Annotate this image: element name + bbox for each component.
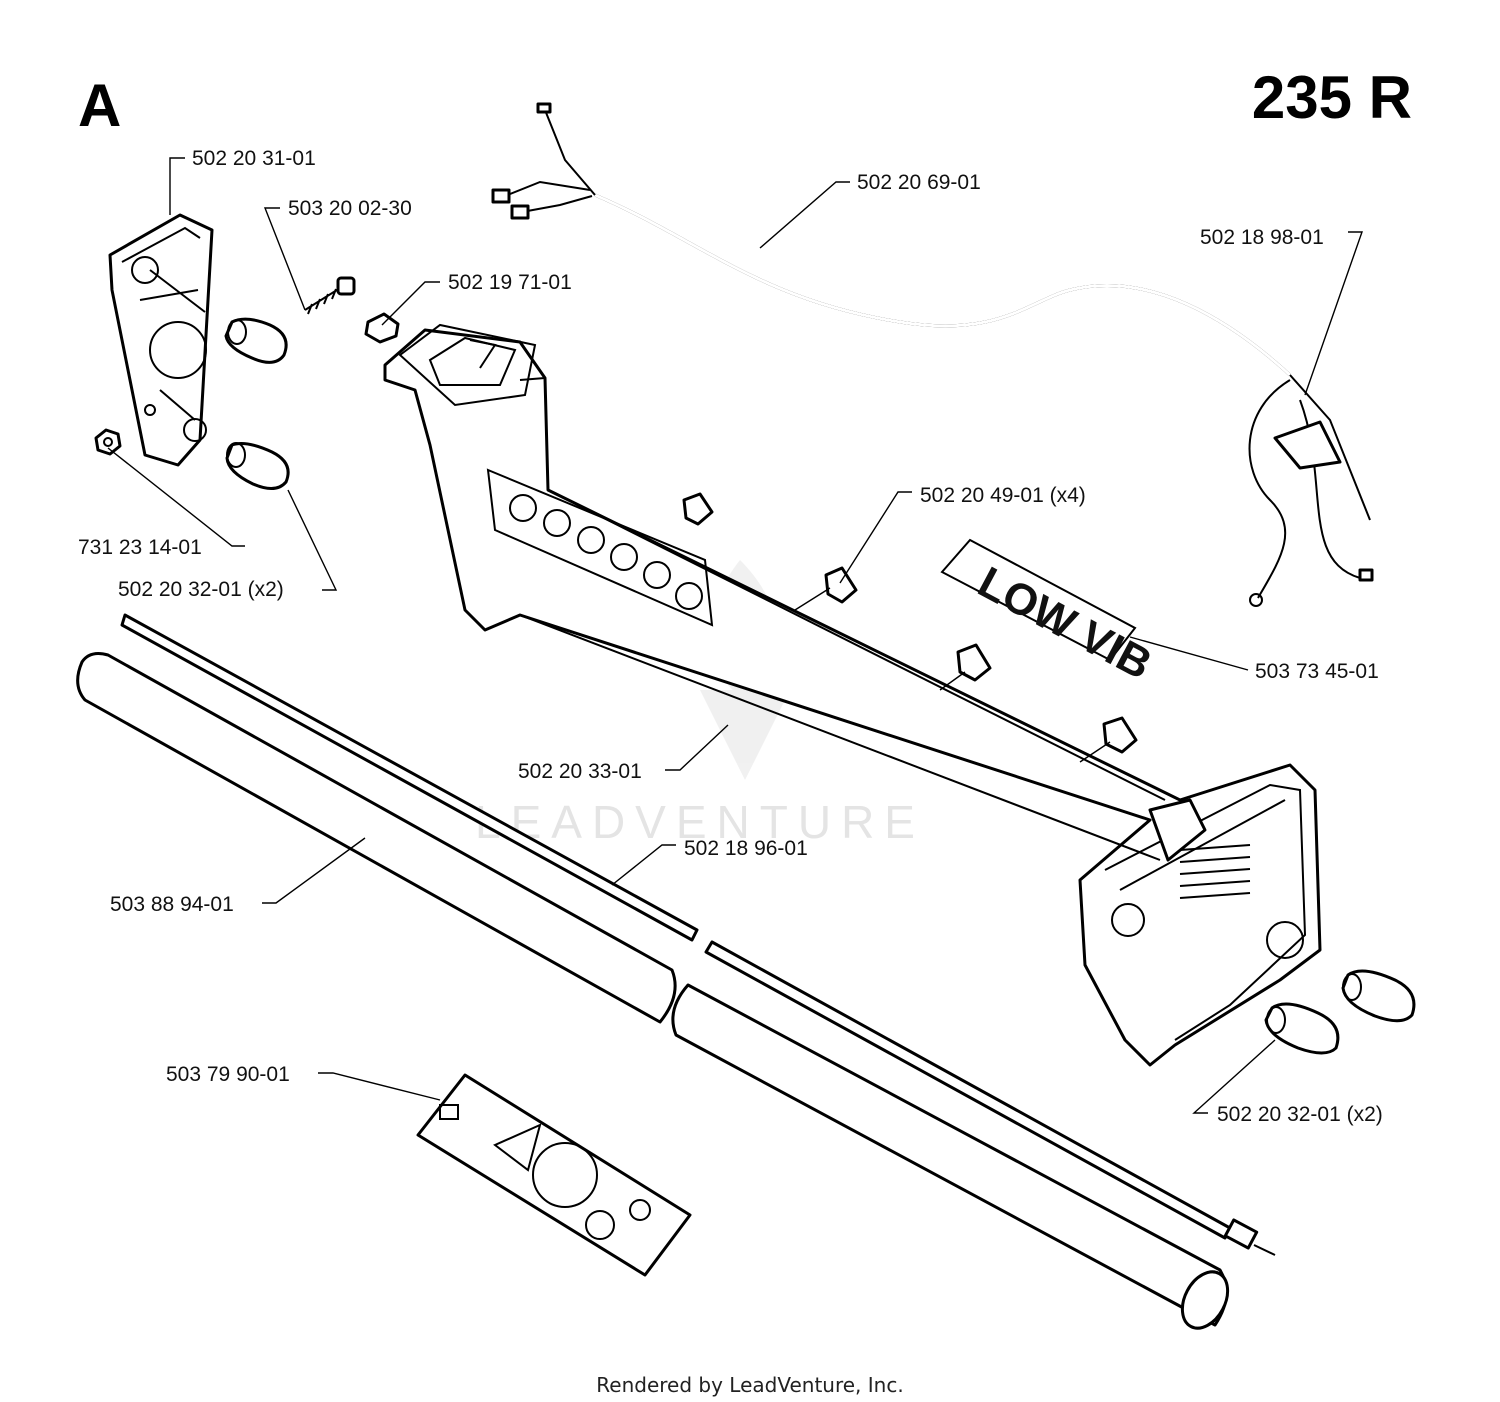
clamp-parts — [682, 492, 1138, 754]
outer-tube-part — [76, 652, 1230, 1330]
leader-lines — [107, 157, 1363, 1114]
clip-part — [364, 312, 400, 344]
callout-502-18-98-01: 502 18 98-01 — [1200, 226, 1324, 249]
model-title: 235 R — [1252, 64, 1412, 131]
screw-part — [304, 276, 356, 315]
callout-502-20-69-01: 502 20 69-01 — [857, 171, 981, 194]
low-vib-decal-text: LOW VIB — [970, 558, 1159, 690]
callout-502-20-32-01-left: 502 20 32-01 (x2) — [118, 578, 284, 601]
drive-shaft-part — [120, 613, 1276, 1256]
rubber-plug-upper — [224, 317, 288, 364]
callout-731-23-14-01: 731 23 14-01 — [78, 536, 202, 559]
handle-bracket-part — [108, 213, 214, 467]
warning-decal-part — [416, 1073, 692, 1277]
callout-502-19-71-01: 502 19 71-01 — [448, 271, 572, 294]
nut-part — [94, 428, 122, 456]
callout-502-20-31-01: 502 20 31-01 — [192, 147, 316, 170]
callout-503-73-45-01: 503 73 45-01 — [1255, 660, 1379, 683]
footer-credit: Rendered by LeadVenture, Inc. — [596, 1373, 903, 1397]
callout-502-18-96-01: 502 18 96-01 — [684, 837, 808, 860]
rubber-plug-right-lower — [1264, 1002, 1340, 1055]
callout-502-20-49-01: 502 20 49-01 (x4) — [920, 484, 1086, 507]
section-letter: A — [78, 72, 121, 139]
callout-labels: 502 20 31-01 503 20 02-30 502 19 71-01 5… — [78, 147, 1383, 1126]
callout-502-20-32-01-right: 502 20 32-01 (x2) — [1217, 1103, 1383, 1126]
callout-502-20-33-01: 502 20 33-01 — [518, 760, 642, 783]
rubber-plug-right-upper — [1341, 969, 1416, 1023]
watermark-text: LEADVENTURE — [475, 796, 925, 848]
callout-503-88-94-01: 503 88 94-01 — [110, 893, 234, 916]
rubber-plug-lower — [225, 442, 290, 490]
callout-503-20-02-30: 503 20 02-30 — [288, 197, 412, 220]
callout-503-79-90-01: 503 79 90-01 — [166, 1063, 290, 1086]
frame-tube-part — [383, 323, 1322, 1067]
